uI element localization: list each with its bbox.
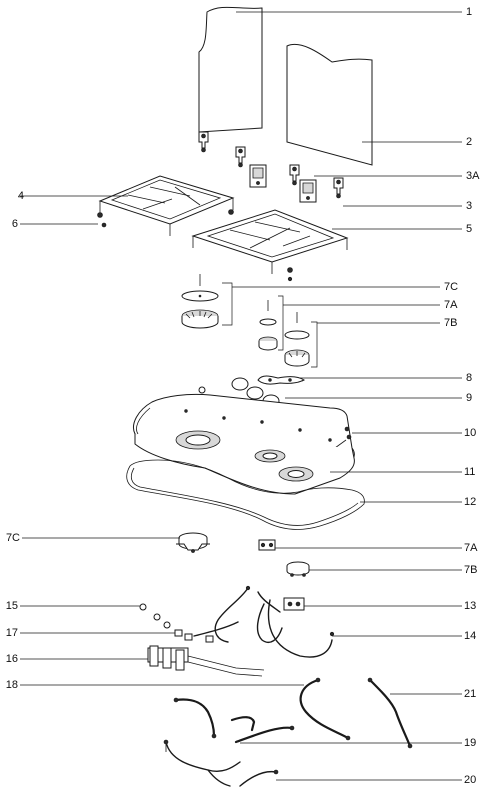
igniter-wires bbox=[193, 585, 335, 658]
hinge-bracket-icons bbox=[198, 131, 344, 203]
screw-6 bbox=[101, 222, 107, 228]
callout-3a: 3A bbox=[466, 170, 480, 182]
burner-base-7a bbox=[258, 539, 276, 551]
callout-10: 10 bbox=[464, 427, 477, 439]
control-bracket-8 bbox=[257, 375, 305, 385]
callout-5: 5 bbox=[466, 223, 473, 235]
burner-assembly-7a bbox=[258, 300, 278, 351]
seal-gasket-12 bbox=[126, 459, 365, 530]
burner-base-7b bbox=[286, 561, 310, 577]
callout-11: 11 bbox=[464, 466, 476, 478]
callout-7a-top: 7A bbox=[444, 299, 458, 311]
callout-20: 20 bbox=[464, 774, 477, 786]
bracket-7c bbox=[222, 282, 233, 326]
callout-21: 21 bbox=[464, 688, 477, 700]
pan-support-grid-4 bbox=[97, 175, 235, 236]
callout-2: 2 bbox=[466, 136, 473, 148]
callout-7c-mid: 7C bbox=[5, 532, 20, 544]
nuts-15 bbox=[139, 603, 171, 629]
burner-assembly-7c bbox=[181, 274, 219, 329]
glass-lid-panel-1 bbox=[198, 6, 263, 133]
callout-6: 6 bbox=[11, 218, 18, 230]
callout-16: 16 bbox=[5, 653, 18, 665]
burner-base-7c bbox=[176, 532, 210, 553]
callout-4: 4 bbox=[17, 190, 24, 202]
hob-tray-11 bbox=[133, 386, 355, 495]
callout-8: 8 bbox=[466, 372, 473, 384]
callout-18: 18 bbox=[5, 679, 18, 691]
callout-7c-top: 7C bbox=[444, 281, 459, 293]
callout-3: 3 bbox=[466, 200, 473, 212]
callout-14: 14 bbox=[464, 630, 477, 642]
callout-17: 17 bbox=[5, 627, 18, 639]
burner-assembly-7b bbox=[284, 312, 310, 367]
callout-leaders bbox=[20, 11, 462, 781]
clips-17 bbox=[174, 629, 214, 643]
callout-13: 13 bbox=[464, 600, 477, 612]
callout-12: 12 bbox=[464, 496, 477, 508]
gas-supply-tubes-19 bbox=[173, 697, 295, 744]
gas-valve-block-16 bbox=[147, 645, 265, 677]
thermocouple-lead-18 bbox=[299, 677, 351, 741]
glass-lid-panel-2 bbox=[286, 44, 373, 166]
screws-10 bbox=[344, 426, 352, 440]
bracket-7b bbox=[311, 321, 318, 368]
igniter-block-13 bbox=[283, 597, 305, 611]
callout-7b-top: 7B bbox=[444, 317, 458, 329]
pan-support-grid-5 bbox=[191, 209, 349, 282]
callout-7b-mid: 7B bbox=[464, 564, 478, 576]
thermocouple-lead-21 bbox=[367, 677, 413, 749]
callout-19: 19 bbox=[464, 737, 477, 749]
callout-7a-mid: 7A bbox=[464, 542, 478, 554]
callout-15: 15 bbox=[5, 600, 18, 612]
callout-1: 1 bbox=[466, 6, 473, 18]
callout-9: 9 bbox=[466, 392, 473, 404]
bracket-7a bbox=[278, 295, 284, 351]
thermocouples-20 bbox=[163, 739, 279, 787]
